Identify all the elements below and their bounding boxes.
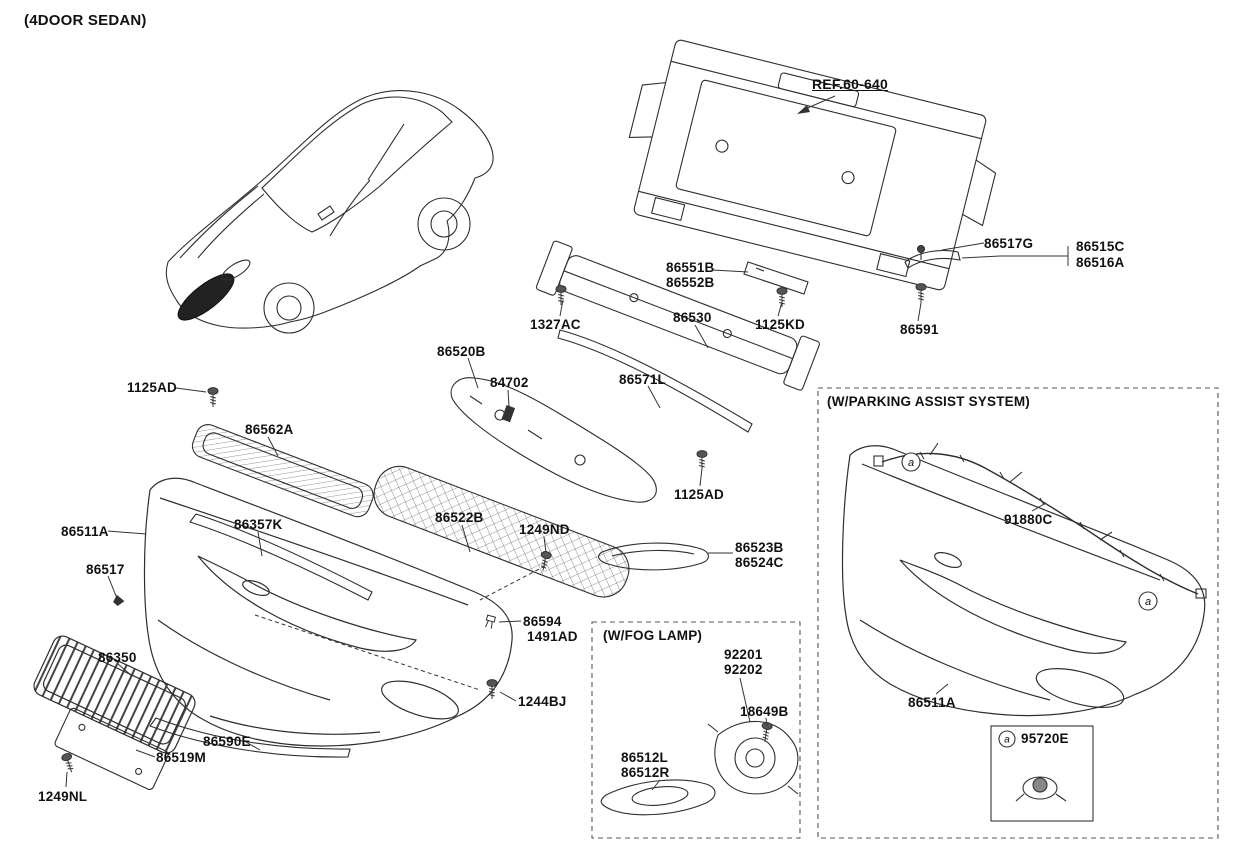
bracket-86551B — [743, 261, 809, 295]
label-86552B: 86552B — [666, 275, 715, 290]
mesh-grille-86522B — [373, 465, 630, 598]
bolt-1125KD — [776, 287, 788, 308]
fog-lamp-92201 — [707, 720, 799, 795]
ref-arrowhead — [797, 105, 810, 114]
label-1244BJ: 1244BJ — [518, 694, 567, 709]
bumper-cover-86511A — [143, 477, 513, 747]
harness-91880C — [873, 442, 1207, 599]
label-92202: 92202 — [724, 662, 763, 677]
bumper-beam-86530 — [535, 240, 820, 391]
bracket-86515C — [904, 244, 961, 269]
label-86590E: 86590E — [203, 734, 251, 749]
clip-86594 — [484, 614, 496, 630]
label-86530: 86530 — [673, 310, 712, 325]
parking-assist-box — [817, 387, 1219, 839]
label-86523B: 86523B — [735, 540, 784, 555]
callout-a-1: a — [901, 452, 921, 472]
label-18649B: 18649B — [740, 704, 789, 719]
car-illustration — [165, 90, 494, 334]
license-bracket-86519M — [54, 707, 169, 790]
molding-86357K — [189, 513, 373, 601]
cover-86562A — [191, 424, 374, 518]
fog-bezel-86523B — [598, 542, 709, 571]
label-86515C: 86515C — [1076, 239, 1125, 254]
label-91880C: 91880C — [1004, 512, 1053, 527]
clip-86517G — [916, 244, 926, 254]
parking-bumper-86511A — [841, 445, 1206, 717]
pad-84702 — [501, 405, 516, 423]
svg-text:a: a — [908, 457, 914, 469]
callout-a-2: a — [1138, 591, 1158, 611]
label-86551B: 86551B — [666, 260, 715, 275]
label-1327AC: 1327AC — [530, 317, 581, 332]
fog-lamp-box — [591, 621, 801, 839]
svg-text:a: a — [1145, 596, 1151, 608]
label-95720E: 95720E — [1021, 731, 1069, 746]
callout-a-3: a — [998, 730, 1016, 748]
page-title: (4DOOR SEDAN) — [24, 12, 147, 29]
label-86350: 86350 — [98, 650, 137, 665]
rail-86571L — [557, 329, 753, 433]
label-86571L: 86571L — [619, 372, 666, 387]
bolt-1249NL — [60, 751, 77, 775]
label-86516A: 86516A — [1076, 255, 1125, 270]
label-1249NL: 1249NL — [38, 789, 88, 804]
bolt-86591 — [915, 283, 927, 304]
label-86524C: 86524C — [735, 555, 784, 570]
label-1125KD: 1125KD — [755, 317, 805, 332]
label-86517G: 86517G — [984, 236, 1034, 251]
ref-label: REF.60-640 — [812, 76, 888, 92]
bolt-1327AC — [555, 285, 567, 306]
label-86522B: 86522B — [435, 510, 484, 525]
label-1491AD: 1491AD — [527, 629, 578, 644]
bolt-1125AD-right — [696, 450, 708, 471]
label-86591: 86591 — [900, 322, 939, 337]
fog-bezel-86512L — [600, 779, 716, 816]
label-86594: 86594 — [523, 614, 562, 629]
bolt-1125AD-left — [207, 387, 219, 408]
label-86512R: 86512R — [621, 765, 670, 780]
leader-lines — [65, 95, 1069, 791]
radiator-support — [628, 39, 997, 291]
label-86511A-right: 86511A — [908, 695, 956, 710]
lip-86590E — [149, 717, 351, 758]
label-1125AD-left: 1125AD — [127, 380, 177, 395]
clip-86517 — [113, 594, 125, 606]
label-86517: 86517 — [86, 562, 125, 577]
sensor-95720E — [1015, 776, 1067, 802]
label-1125AD-right: 1125AD — [674, 487, 724, 502]
label-86520B: 86520B — [437, 344, 486, 359]
label-92201: 92201 — [724, 647, 763, 662]
fog-lamp-box-title: (W/FOG LAMP) — [603, 628, 703, 643]
label-86519M: 86519M — [156, 750, 206, 765]
absorber-86520B — [450, 377, 657, 503]
label-86511A-left: 86511A — [61, 524, 109, 539]
parking-assist-box-title: (W/PARKING ASSIST SYSTEM) — [827, 394, 1031, 409]
label-86512L: 86512L — [621, 750, 668, 765]
svg-text:a: a — [1004, 735, 1010, 746]
bolt-1244BJ — [486, 679, 498, 700]
label-1249ND: 1249ND — [519, 522, 570, 537]
label-86357K: 86357K — [234, 517, 283, 532]
label-86562A: 86562A — [245, 422, 294, 437]
label-84702: 84702 — [490, 375, 529, 390]
